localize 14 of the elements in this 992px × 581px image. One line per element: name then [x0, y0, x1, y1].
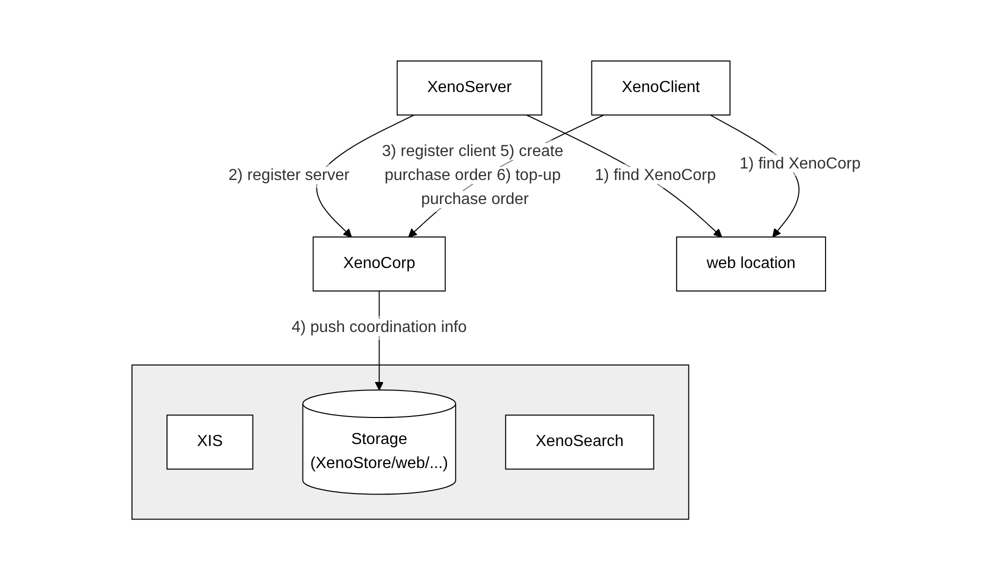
- edge-label: 1) find XenoCorp: [739, 156, 860, 173]
- cluster: [131, 364, 689, 520]
- edge-label: 2) register server: [228, 167, 350, 184]
- arrow: [316, 114, 414, 238]
- edge-label: 1) find XenoCorp: [594, 167, 716, 184]
- edge-label: 3) register client 5) create purchase order 6) top-up purchase order: [382, 143, 564, 208]
- node-box: XenoClient: [590, 60, 730, 116]
- node-box: XenoServer: [396, 60, 542, 116]
- node-box: XIS: [166, 415, 253, 470]
- node-box: web location: [676, 236, 826, 292]
- edge-label: 4) push coordination info: [291, 319, 467, 336]
- arrow: [526, 114, 722, 238]
- node-box: XenoCorp: [312, 236, 446, 292]
- node-box: XenoSearch: [504, 415, 654, 470]
